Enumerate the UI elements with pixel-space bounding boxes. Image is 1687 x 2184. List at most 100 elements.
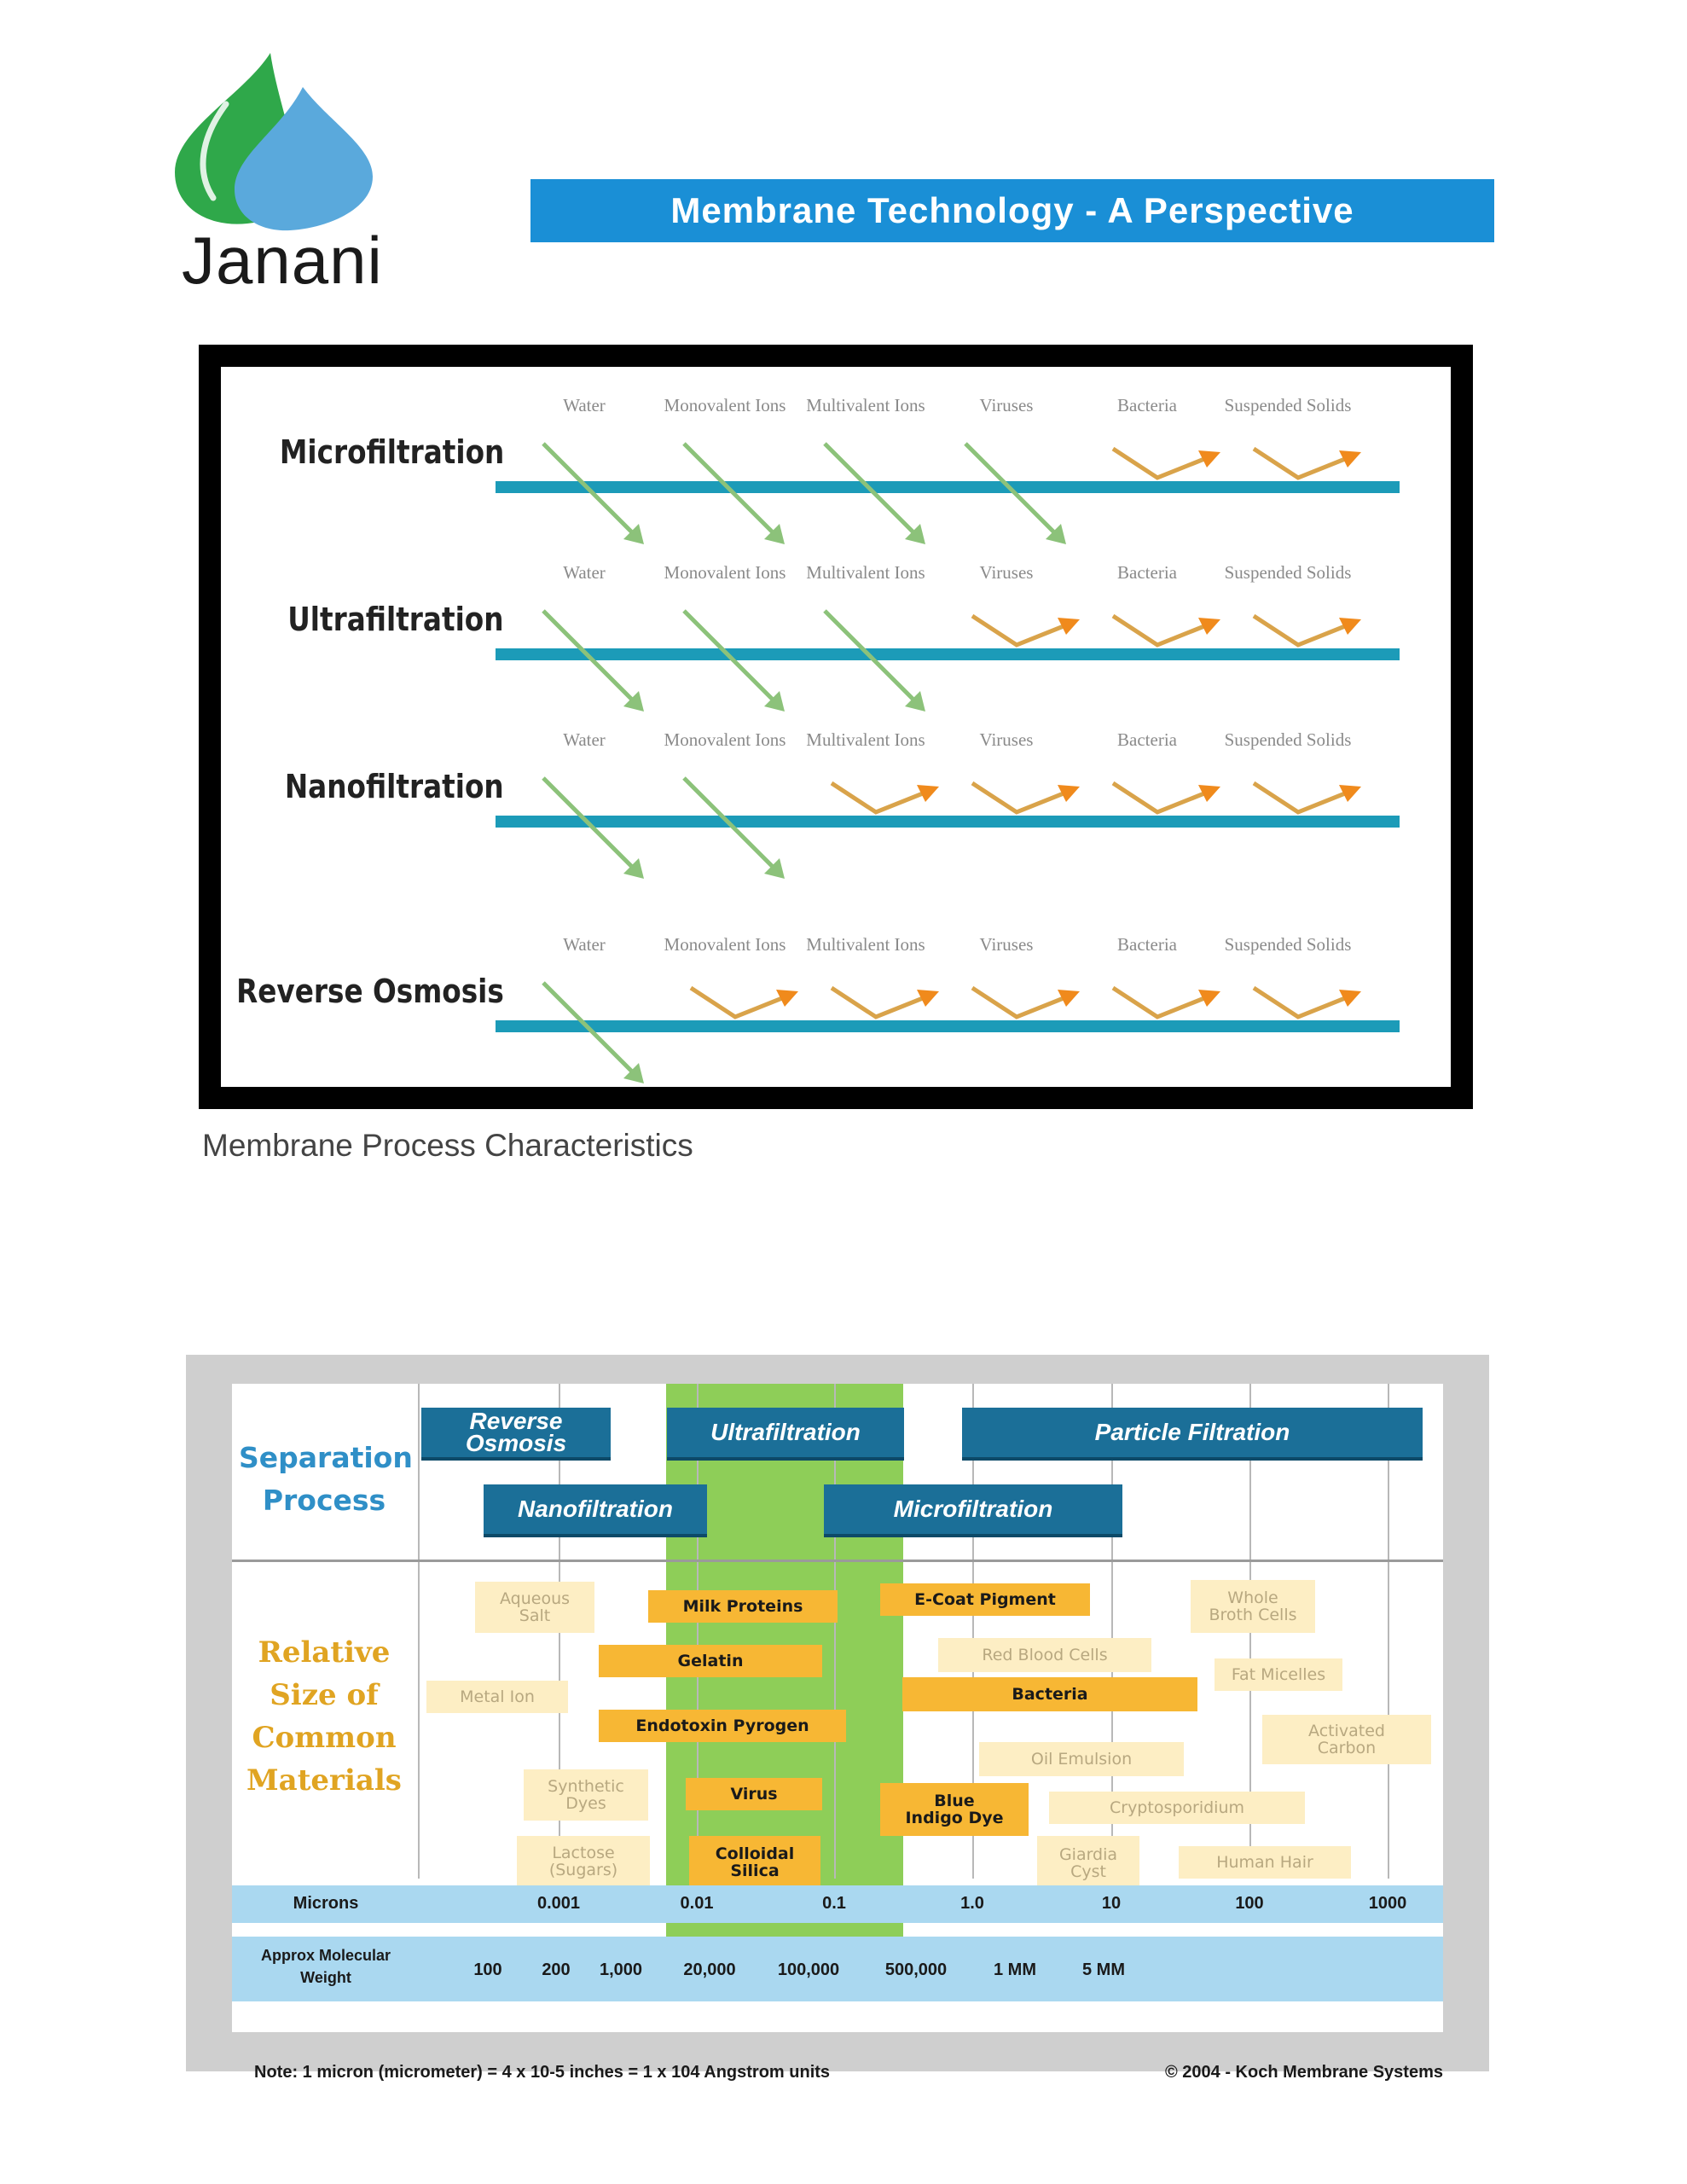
- pass-arrow-icon: [682, 609, 785, 712]
- janani-logo: Janani: [175, 53, 388, 298]
- molecular-weight-tick-label: 5 MM: [1082, 1960, 1125, 1979]
- material-label-line: Cyst: [1070, 1862, 1106, 1881]
- material-label-line: Virus: [730, 1785, 778, 1804]
- reject-arrow-icon: [1111, 781, 1220, 815]
- material-label-line: Bacteria: [1012, 1685, 1088, 1704]
- molecular-weight-axis-label: Approx Molecular: [260, 1947, 391, 1964]
- microns-tick-label: 1.0: [960, 1894, 984, 1913]
- filtration-spectrum-panel: Separation Process Relative Size of Comm…: [232, 1384, 1443, 2082]
- material-label-line: Carbon: [1317, 1739, 1377, 1757]
- process-name: Ultrafiltration: [287, 601, 504, 638]
- molecular-weight-tick-label: 100: [473, 1960, 502, 1979]
- process-box-nanofiltration: Nanofiltration: [484, 1484, 707, 1537]
- process-box-particle-filtration: Particle Filtration: [962, 1408, 1423, 1461]
- material-bacteria: Bacteria: [902, 1677, 1197, 1711]
- material-metal-ion: Metal Ion: [426, 1681, 568, 1713]
- material-label-line: Aqueous: [499, 1589, 571, 1608]
- particle-label: Viruses: [979, 395, 1034, 415]
- particle-arrows: [542, 981, 1361, 1083]
- material-label: Endotoxin Pyrogen: [635, 1717, 809, 1734]
- brand-name: Janani: [182, 223, 383, 298]
- material-label-line: Silica: [730, 1862, 780, 1880]
- particle-label: Water: [563, 934, 606, 955]
- pass-arrow-icon: [682, 442, 785, 544]
- material-label-line: Colloidal: [715, 1844, 795, 1863]
- material-label-line: Giardia: [1058, 1845, 1118, 1864]
- material-label: Cryptosporidium: [1110, 1799, 1244, 1816]
- molecular-weight-tick-label: 200: [542, 1960, 571, 1979]
- particle-label: Bacteria: [1117, 395, 1177, 415]
- figure-caption: Membrane Process Characteristics: [202, 1128, 693, 1163]
- pass-arrow-icon: [823, 609, 925, 712]
- material-label: Metal Ion: [460, 1688, 535, 1705]
- reject-arrow-icon: [1111, 613, 1220, 648]
- materials-heading-line: Common: [252, 1721, 397, 1755]
- particle-label: Monovalent Ions: [664, 562, 786, 583]
- reject-arrow-icon: [1252, 446, 1361, 480]
- material-label: E-Coat Pigment: [914, 1591, 1056, 1608]
- molecular-weight-tick-label: 500,000: [884, 1960, 948, 1979]
- reject-arrow-icon: [971, 985, 1080, 1019]
- molecular-weight-axis-label: Weight: [300, 1969, 351, 1986]
- material-label-line: Activated: [1308, 1722, 1385, 1740]
- process-box-line: Particle Filtration: [1094, 1419, 1290, 1445]
- process-box-label: Nanofiltration: [518, 1496, 673, 1522]
- particle-label: Monovalent Ions: [664, 395, 786, 415]
- molecular-weight-tick-label: 1,000: [599, 1960, 643, 1979]
- pass-arrow-icon: [682, 776, 785, 879]
- material-label-line: Metal Ion: [460, 1687, 535, 1706]
- process-name: Nanofiltration: [285, 768, 504, 805]
- microns-tick-label: 0.01: [680, 1894, 714, 1913]
- particle-label: Water: [563, 395, 606, 415]
- material-label-line: Indigo Dye: [905, 1809, 1004, 1827]
- reject-arrow-icon: [1252, 781, 1361, 815]
- reject-arrow-icon: [830, 985, 939, 1019]
- molecular-weight-tick-label: 100,000: [777, 1960, 840, 1979]
- material-label-line: Lactose: [552, 1844, 615, 1862]
- material-label: Fat Micelles: [1232, 1666, 1325, 1683]
- grid-line: [834, 1384, 836, 1879]
- material-label-line: Endotoxin Pyrogen: [635, 1716, 809, 1735]
- material-label: Lactose(Sugars): [549, 1844, 617, 1879]
- microns-axis: [232, 1885, 1443, 1923]
- material-label-line: Red Blood Cells: [982, 1646, 1108, 1664]
- molecular-weight-tick-label: 20,000: [683, 1960, 736, 1979]
- materials-heading-line: Materials: [246, 1763, 402, 1798]
- pass-arrow-icon: [823, 442, 925, 544]
- microns-tick-label: 10: [1101, 1894, 1122, 1913]
- copyright-note: © 2004 - Koch Membrane Systems: [1165, 2063, 1443, 2082]
- process-box-label: Particle Filtration: [1094, 1419, 1290, 1445]
- materials-heading-line: Size of: [270, 1678, 379, 1712]
- particle-label: Suspended Solids: [1224, 395, 1352, 415]
- reject-arrow-icon: [971, 613, 1080, 648]
- reject-arrow-icon: [1111, 446, 1220, 480]
- membrane-line: [496, 1020, 1400, 1032]
- reject-arrow-icon: [1252, 613, 1361, 648]
- water-drop-icon: [175, 53, 373, 231]
- pass-arrow-icon: [542, 981, 644, 1083]
- particle-label: Suspended Solids: [1224, 729, 1352, 750]
- microns-tick-label: 100: [1235, 1894, 1264, 1913]
- process-box-line: Nanofiltration: [518, 1496, 673, 1522]
- material-label: Gelatin: [678, 1653, 744, 1670]
- grid-line: [418, 1384, 420, 1879]
- material-label-line: Salt: [519, 1606, 551, 1625]
- material-label-line: Dyes: [565, 1794, 606, 1813]
- material-label-line: Blue: [934, 1792, 975, 1810]
- particle-label: Monovalent Ions: [664, 729, 786, 750]
- pass-arrow-icon: [542, 609, 644, 712]
- particle-label: Bacteria: [1117, 934, 1177, 955]
- molecular-weight-axis: [232, 1937, 1443, 2001]
- molecular-weight-tick-label: 1 MM: [994, 1960, 1036, 1979]
